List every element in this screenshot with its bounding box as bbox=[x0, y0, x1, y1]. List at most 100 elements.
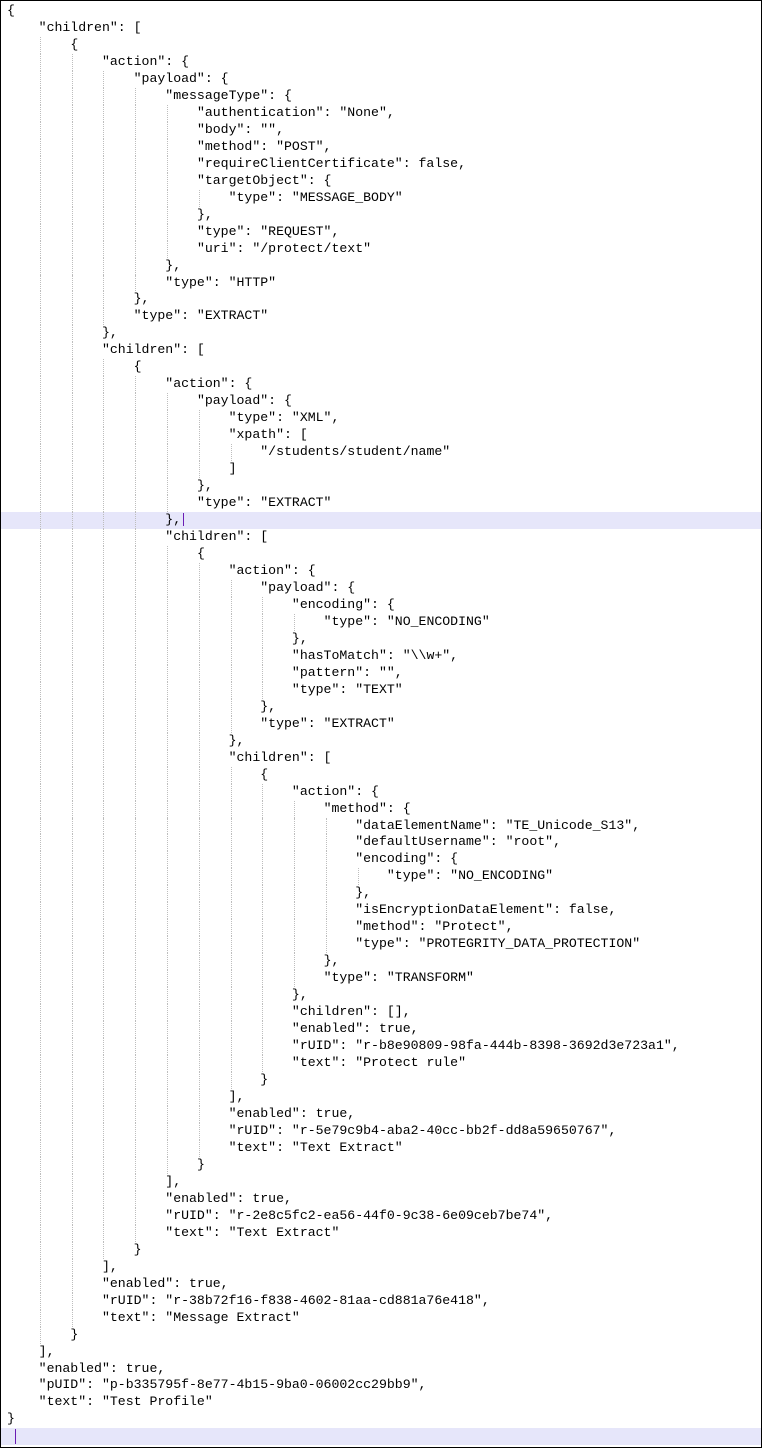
code-line[interactable]: "text": "Text Extract" bbox=[7, 1139, 761, 1157]
code-line[interactable]: } bbox=[7, 1411, 761, 1428]
code-line[interactable]: "type": "HTTP" bbox=[7, 274, 761, 292]
code-line[interactable]: "text": "Message Extract" bbox=[7, 1309, 761, 1327]
code-line[interactable]: "dataElementName": "TE_Unicode_S13", bbox=[7, 817, 761, 835]
code-line[interactable]: "type": "TRANSFORM" bbox=[7, 970, 761, 988]
code-line[interactable]: "text": "Protect rule" bbox=[7, 1055, 761, 1073]
code-line[interactable]: "enabled": true, bbox=[7, 1190, 761, 1208]
code-line[interactable]: "type": "EXTRACT" bbox=[7, 715, 761, 733]
code-line[interactable]: "authentication": "None", bbox=[7, 104, 761, 122]
code-line[interactable]: }, bbox=[7, 987, 761, 1005]
indent-guide bbox=[71, 834, 73, 852]
code-line[interactable]: }, bbox=[7, 257, 761, 275]
indent-guide bbox=[198, 919, 200, 937]
code-line[interactable]: }, bbox=[7, 698, 761, 716]
indent-guide bbox=[39, 512, 41, 530]
code-line[interactable]: { bbox=[7, 359, 761, 377]
code-line[interactable]: "body": "", bbox=[7, 121, 761, 139]
indent-guide bbox=[198, 1004, 200, 1022]
code-line[interactable]: "action": { bbox=[7, 562, 761, 580]
code-line[interactable]: "action": { bbox=[7, 376, 761, 394]
indent-space bbox=[7, 1021, 292, 1036]
code-line[interactable]: "pUID": "p-b335795f-8e77-4b15-9ba0-06002… bbox=[7, 1377, 761, 1394]
code-line[interactable]: }, bbox=[7, 732, 761, 750]
code-line[interactable]: "uri": "/protect/text" bbox=[7, 240, 761, 258]
code-line[interactable]: }, bbox=[1, 512, 761, 530]
code-line[interactable]: "method": { bbox=[7, 800, 761, 818]
code-line[interactable]: "type": "TEXT" bbox=[7, 681, 761, 699]
code-line[interactable]: "encoding": { bbox=[7, 851, 761, 869]
code-line[interactable]: "text": "Text Extract" bbox=[7, 1224, 761, 1242]
code-line[interactable]: "rUID": "r-2e8c5fc2-ea56-44f0-9c38-6e09c… bbox=[7, 1207, 761, 1225]
code-line[interactable]: "type": "EXTRACT" bbox=[7, 308, 761, 326]
code-line[interactable]: "text": "Test Profile" bbox=[7, 1394, 761, 1411]
code-line[interactable]: "pattern": "", bbox=[7, 664, 761, 682]
code-line[interactable]: { bbox=[7, 546, 761, 563]
code-line[interactable]: }, bbox=[7, 630, 761, 648]
code-line[interactable]: "enabled": true, bbox=[7, 1361, 761, 1378]
code-area[interactable]: { "children": [ { "action": { "payload":… bbox=[1, 3, 761, 1446]
code-line[interactable]: "targetObject": { bbox=[7, 172, 761, 190]
code-line[interactable]: } bbox=[7, 1241, 761, 1259]
code-line[interactable]: "children": [], bbox=[7, 1004, 761, 1022]
code-line[interactable]: "type": "EXTRACT" bbox=[7, 495, 761, 513]
code-line[interactable]: "type": "REQUEST", bbox=[7, 223, 761, 241]
indent-guide bbox=[103, 936, 105, 954]
code-line[interactable]: ], bbox=[7, 1258, 761, 1276]
indent-guide bbox=[103, 1241, 105, 1259]
code-line[interactable]: }, bbox=[7, 885, 761, 903]
code-line[interactable]: } bbox=[7, 1156, 761, 1174]
code-line[interactable] bbox=[1, 1428, 761, 1446]
code-line[interactable]: ] bbox=[7, 461, 761, 479]
code-line[interactable]: "/students/student/name" bbox=[7, 444, 761, 462]
code-line[interactable]: ], bbox=[7, 1173, 761, 1191]
code-line[interactable]: "action": { bbox=[7, 783, 761, 801]
code-line[interactable]: "messageType": { bbox=[7, 87, 761, 105]
code-line[interactable]: }, bbox=[7, 325, 761, 343]
code-line[interactable]: "children": [ bbox=[7, 342, 761, 360]
code-line[interactable]: "isEncryptionDataElement": false, bbox=[7, 902, 761, 920]
code-line[interactable]: "method": "Protect", bbox=[7, 919, 761, 937]
indent-guide bbox=[39, 970, 41, 988]
code-line[interactable]: "enabled": true, bbox=[7, 1021, 761, 1039]
indent-space bbox=[7, 1293, 102, 1308]
code-line[interactable]: }, bbox=[7, 953, 761, 971]
code-line[interactable]: "type": "XML", bbox=[7, 410, 761, 428]
code-line[interactable]: "xpath": [ bbox=[7, 427, 761, 445]
code-line[interactable]: "rUID": "r-b8e90809-98fa-444b-8398-3692d… bbox=[7, 1038, 761, 1056]
code-line[interactable]: "children": [ bbox=[7, 529, 761, 546]
code-line[interactable]: "payload": { bbox=[7, 579, 761, 597]
code-line[interactable]: ], bbox=[7, 1089, 761, 1106]
code-line[interactable]: } bbox=[7, 1072, 761, 1089]
code-line[interactable]: "method": "POST", bbox=[7, 138, 761, 156]
code-line[interactable]: "type": "NO_ENCODING" bbox=[7, 868, 761, 886]
code-line[interactable]: "type": "MESSAGE_BODY" bbox=[7, 189, 761, 207]
code-line[interactable]: "encoding": { bbox=[7, 596, 761, 614]
indent-guide bbox=[167, 206, 168, 224]
code-line[interactable]: }, bbox=[7, 206, 761, 224]
code-line[interactable]: } bbox=[7, 1326, 761, 1344]
indent-guide bbox=[198, 664, 200, 682]
code-line[interactable]: "action": { bbox=[7, 53, 761, 71]
code-line[interactable]: "enabled": true, bbox=[7, 1105, 761, 1123]
code-line[interactable]: "children": [ bbox=[7, 749, 761, 767]
code-line[interactable]: "children": [ bbox=[7, 20, 761, 37]
code-line[interactable]: "enabled": true, bbox=[7, 1275, 761, 1293]
indent-guide bbox=[198, 732, 200, 750]
code-line[interactable]: }, bbox=[7, 478, 761, 496]
code-line[interactable]: "payload": { bbox=[7, 70, 761, 88]
code-line[interactable]: { bbox=[7, 766, 761, 784]
code-line[interactable]: "requireClientCertificate": false, bbox=[7, 155, 761, 173]
code-line[interactable]: }, bbox=[7, 291, 761, 309]
code-line[interactable]: { bbox=[7, 3, 761, 20]
code-line[interactable]: "hasToMatch": "\\w+", bbox=[7, 647, 761, 665]
code-line[interactable]: "defaultUsername": "root", bbox=[7, 834, 761, 852]
code-line[interactable]: "type": "PROTEGRITY_DATA_PROTECTION" bbox=[7, 936, 761, 954]
indent-guide bbox=[39, 325, 41, 343]
code-line[interactable]: { bbox=[7, 36, 761, 54]
code-line[interactable]: "type": "NO_ENCODING" bbox=[7, 613, 761, 631]
code-line[interactable]: "rUID": "r-5e79c9b4-aba2-40cc-bb2f-dd8a5… bbox=[7, 1122, 761, 1140]
code-line[interactable]: "rUID": "r-38b72f16-f838-4602-81aa-cd881… bbox=[7, 1292, 761, 1310]
code-line[interactable]: ], bbox=[7, 1344, 761, 1361]
code-line[interactable]: "payload": { bbox=[7, 393, 761, 411]
